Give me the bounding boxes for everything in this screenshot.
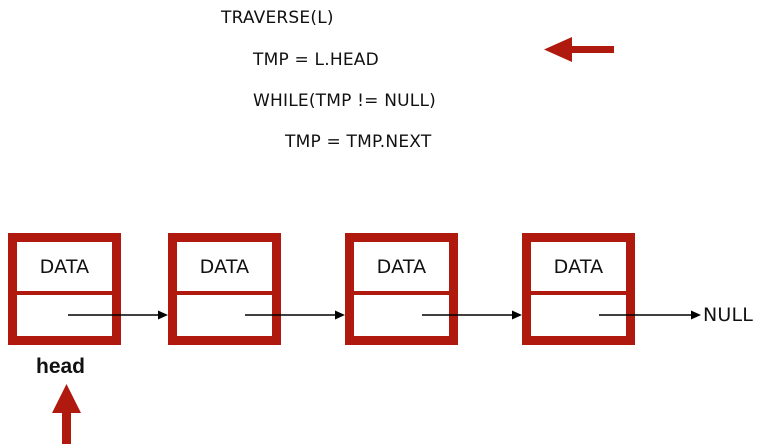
pseudocode-line-while: WHILE(TMP != NULL)	[253, 91, 436, 111]
node-data-cell: DATA	[177, 242, 272, 291]
null-terminator-label: NULL	[703, 304, 754, 326]
node-next-cell	[17, 295, 112, 336]
node-data-cell: DATA	[354, 242, 449, 291]
pseudocode-line-traverse: TRAVERSE(L)	[221, 8, 334, 28]
node-next-cell	[354, 295, 449, 336]
up-arrow-icon	[52, 384, 81, 444]
node-next-cell	[177, 295, 272, 336]
head-pointer-label: head	[36, 355, 86, 378]
list-node-2: DATA	[168, 233, 281, 345]
node-data-cell: DATA	[17, 242, 112, 291]
pseudocode-line-advance: TMP = TMP.NEXT	[285, 132, 432, 152]
list-node-1: DATA	[8, 233, 121, 345]
node-next-cell	[531, 295, 626, 336]
pseudocode-line-assign-head: TMP = L.HEAD	[253, 50, 379, 70]
list-node-4: DATA	[522, 233, 635, 345]
left-arrow-icon	[544, 37, 614, 62]
node-data-cell: DATA	[531, 242, 626, 291]
list-node-3: DATA	[345, 233, 458, 345]
